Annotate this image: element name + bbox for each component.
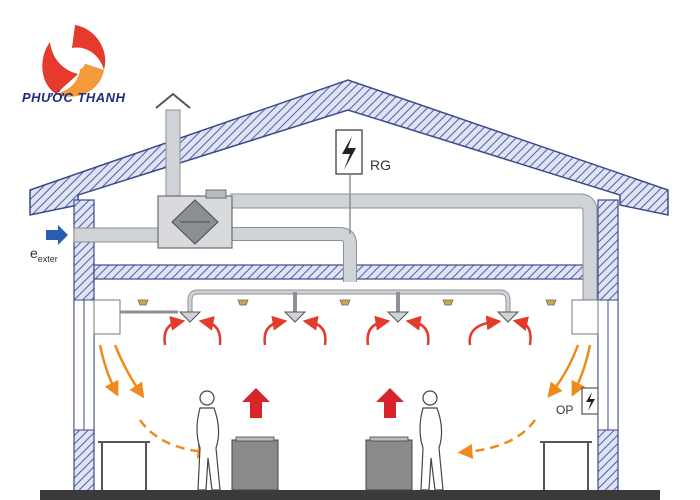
person-figure-icon — [196, 390, 221, 491]
exhaust-chimney-icon — [155, 92, 191, 109]
exhaust-chimney — [165, 109, 181, 201]
return-vent-right — [571, 299, 599, 335]
diffusers — [178, 311, 520, 323]
regulator-label: RG — [370, 157, 391, 173]
brand-name: PHƯỚC THANH — [22, 90, 126, 105]
floor — [40, 490, 660, 500]
heater-left — [231, 436, 279, 491]
lightning-bolt-icon — [342, 136, 356, 170]
intake-duct — [73, 227, 165, 243]
table-left — [98, 441, 150, 490]
heater-right — [365, 436, 413, 491]
external-air-sub: exter — [38, 254, 58, 264]
external-air-label: eexter — [30, 245, 58, 264]
floor-flow-arrows — [138, 419, 537, 459]
ceiling-lights — [137, 299, 557, 306]
heat-recovery-unit — [157, 189, 233, 249]
operator-panel-label: OP — [556, 403, 573, 417]
return-vent-left — [93, 299, 121, 335]
table-right — [540, 441, 592, 490]
person-figure-icon — [419, 390, 444, 491]
logo-swirl-icon — [42, 25, 106, 97]
supply-air-arrows — [163, 315, 532, 346]
return-air-arrows — [98, 344, 592, 399]
warm-air-arrow-icon — [376, 388, 404, 418]
lightning-bolt-icon — [586, 392, 595, 411]
warm-air-arrow-icon — [242, 388, 270, 418]
supply-duct-upper — [230, 193, 598, 300]
intake-arrow-icon — [46, 225, 68, 245]
roof — [29, 79, 669, 216]
